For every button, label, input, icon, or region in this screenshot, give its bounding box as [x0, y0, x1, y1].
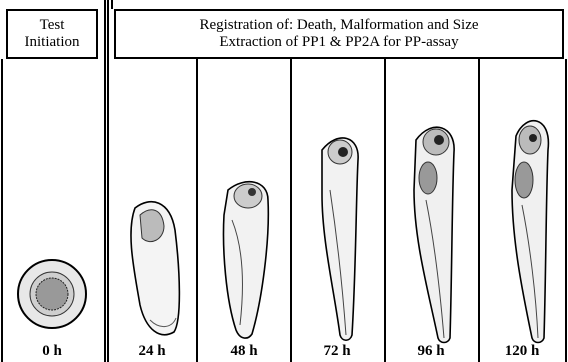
timepoint-120h: 120 h	[487, 343, 557, 360]
timepoint-24h: 24 h	[117, 343, 187, 360]
embryo-120h	[512, 121, 548, 343]
timepoint-0h: 0 h	[17, 343, 87, 360]
embryo-96h	[414, 127, 454, 342]
timepoint-72h: 72 h	[302, 343, 372, 360]
embryo-24h	[131, 202, 179, 335]
embryo-48h	[224, 182, 269, 338]
timepoint-48h: 48 h	[209, 343, 279, 360]
timepoint-96h: 96 h	[396, 343, 466, 360]
egg-0h	[18, 260, 86, 328]
embryo-72h	[322, 138, 358, 340]
